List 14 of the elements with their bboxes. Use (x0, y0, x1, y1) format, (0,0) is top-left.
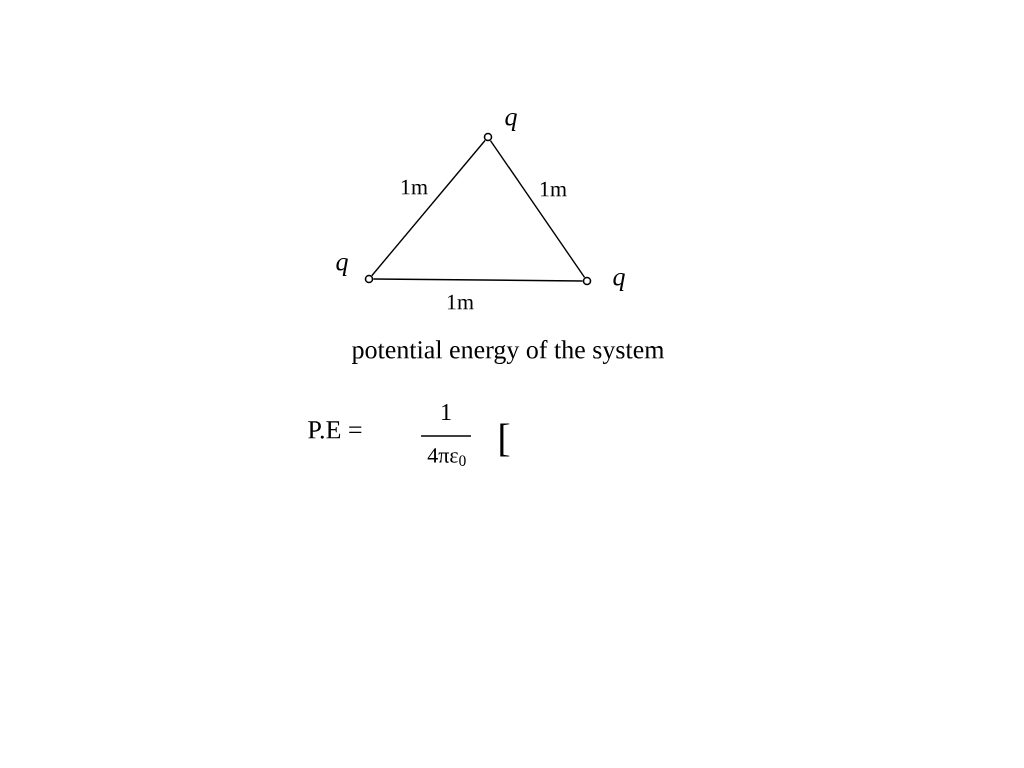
charge-label: q (336, 258, 348, 276)
heading-text: potential energy of the system (352, 340, 665, 364)
bracket: [ (500, 423, 510, 457)
edge-label: 1m (398, 178, 430, 196)
denominator: 4πε$_{0}$ (427, 448, 466, 466)
charge-label: q (505, 113, 517, 131)
side-line (371, 139, 486, 277)
numerator: 1 (442, 404, 451, 420)
equation-text: P.E = (308, 421, 362, 439)
edge-label: 1m (444, 293, 476, 311)
side-line (372, 278, 584, 282)
side-line (489, 139, 586, 279)
charge-label: q (613, 273, 625, 291)
edge-label: 1m (537, 180, 569, 198)
